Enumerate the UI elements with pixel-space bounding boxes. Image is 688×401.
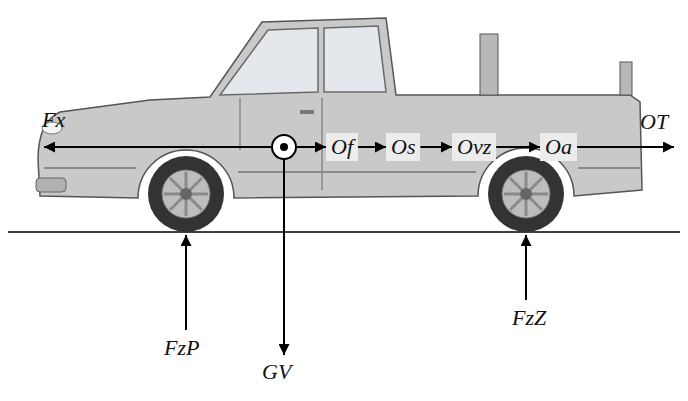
force-label: OT	[640, 110, 668, 134]
axis-arrow	[358, 146, 386, 148]
force-label: Fx	[42, 108, 65, 132]
force-label: GV	[262, 360, 291, 384]
axis-point-box: Oa	[540, 133, 577, 161]
force-arrow	[525, 235, 527, 300]
force-label: FzZ	[512, 306, 546, 330]
force-arrow	[283, 159, 285, 355]
axis-arrow	[560, 146, 674, 148]
force-label: FzP	[164, 336, 199, 360]
ground-line	[8, 231, 680, 233]
axis-point-label: Ovz	[457, 135, 491, 159]
front-wheel	[148, 156, 224, 232]
truck-window	[324, 26, 386, 92]
axis-point-box: Ovz	[452, 133, 496, 161]
axis-point-label: Os	[391, 135, 415, 159]
truck-window	[220, 28, 318, 95]
force-arrow	[185, 235, 187, 330]
axis-point-label: Of	[331, 135, 353, 159]
axis-arrow	[496, 146, 540, 148]
door-line	[240, 98, 322, 190]
gravity-center	[272, 135, 296, 159]
axis-arrow	[420, 146, 452, 148]
tailgate-post	[620, 62, 632, 95]
axis-point-label: Oa	[545, 135, 572, 159]
roll-bar	[480, 34, 498, 95]
axis-arrow	[296, 146, 326, 148]
axis-point-box: Of	[326, 133, 358, 161]
door-handle	[300, 110, 314, 114]
bumper	[36, 178, 66, 192]
rear-wheel	[488, 156, 564, 232]
axis-point-box: Os	[386, 133, 420, 161]
force-arrow	[44, 146, 272, 148]
